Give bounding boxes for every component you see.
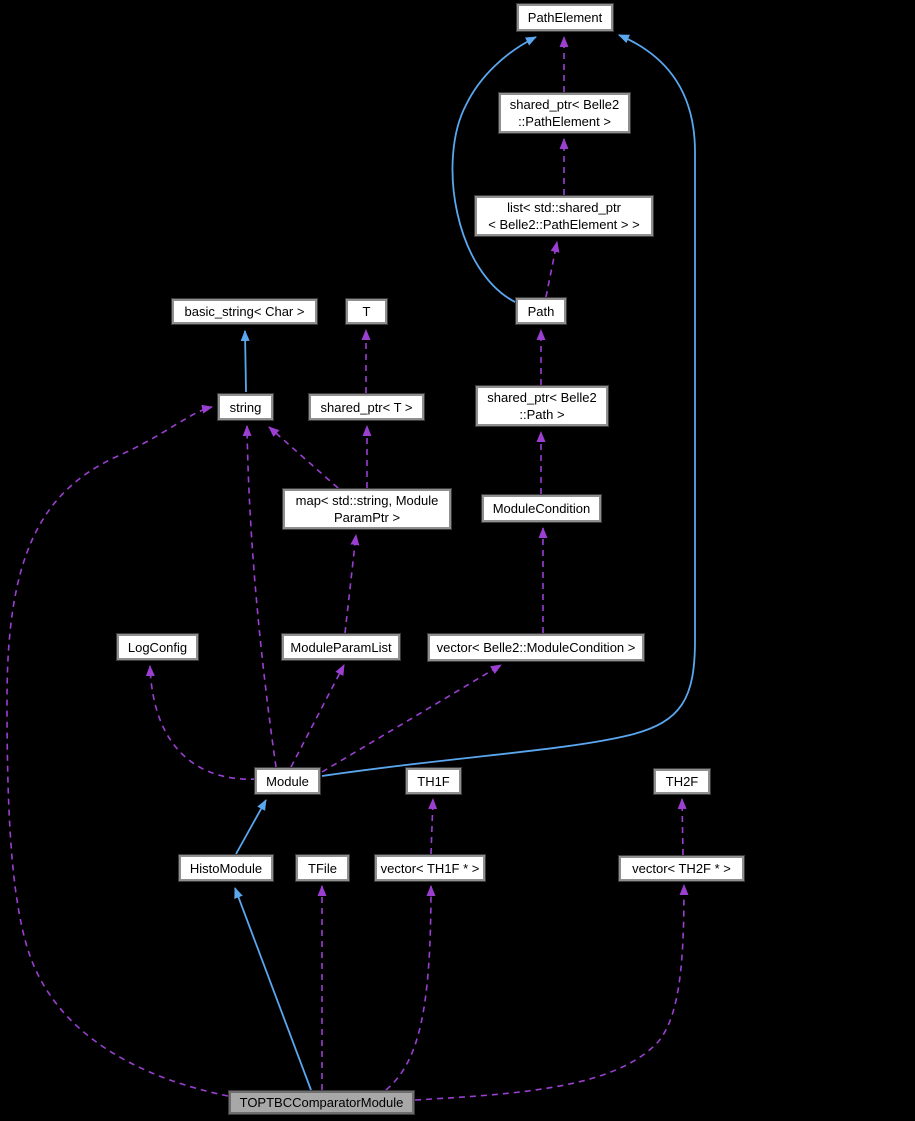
node-label: shared_ptr< Belle2: [509, 97, 620, 112]
node-histo-module[interactable]: HistoModule: [178, 854, 274, 882]
node-list-std-shared-ptr-belle2-pathelement[interactable]: list< std::shared_ptr< Belle2::PathEleme…: [474, 195, 654, 237]
node-label: ::PathElement >: [518, 114, 611, 129]
node-label: vector< TH1F * >: [380, 860, 480, 876]
node-label: ModuleParamList: [290, 639, 392, 655]
node-log-config[interactable]: LogConfig: [116, 633, 199, 661]
node-vector-th1f-ptr[interactable]: vector< TH1F * >: [374, 854, 486, 882]
node-label: PathElement: [527, 10, 603, 25]
edge-map-to-string: [268, 426, 339, 489]
node-label: < Belle2::PathElement > >: [488, 217, 640, 232]
edge-toptbc-to-histomodule-inheritance: [234, 887, 312, 1091]
node-t[interactable]: T: [345, 298, 388, 325]
node-label: shared_ptr< Belle2: [487, 390, 597, 405]
edge-module-to-string: [242, 425, 277, 768]
node-string[interactable]: string: [217, 393, 274, 421]
node-label: Path: [527, 303, 555, 319]
node-path-element[interactable]: PathElement: [516, 3, 614, 32]
node-label: ::Path >: [519, 407, 565, 422]
node-label: ModuleCondition: [492, 501, 591, 516]
node-th1f[interactable]: TH1F: [405, 767, 462, 795]
edge-module-to-pathelement-inheritance: [321, 34, 696, 777]
node-shared-ptr-belle2-pathelement[interactable]: shared_ptr< Belle2::PathElement >: [498, 92, 631, 134]
edge-path-to-list: [545, 241, 560, 298]
node-module[interactable]: Module: [254, 767, 321, 795]
edge-histomodule-to-module-inheritance: [235, 799, 267, 855]
node-shared-ptr-t[interactable]: shared_ptr< T >: [308, 393, 425, 421]
edge-toptbc-to-string: [6, 404, 229, 1097]
node-label: list< std::shared_ptr: [507, 200, 621, 215]
node-path[interactable]: Path: [515, 297, 567, 325]
node-label: map< std::string, Module: [295, 493, 439, 508]
edge-module-to-moduleparamlist: [290, 664, 345, 768]
node-th2f[interactable]: TH2F: [653, 768, 711, 795]
edge-path-to-pathelement-inheritance: [451, 36, 537, 304]
node-label: ParamPtr >: [333, 510, 401, 525]
edge-module-to-logconfig: [145, 665, 258, 780]
node-label: TFile: [308, 860, 337, 876]
node-label: Module: [266, 773, 309, 789]
node-shared-ptr-belle2-path[interactable]: shared_ptr< Belle2::Path >: [475, 385, 609, 427]
node-tfile[interactable]: TFile: [295, 854, 350, 882]
edge-toptbc-to-vectorth1f: [385, 885, 436, 1091]
edge-vectorth2f-to-th2f: [677, 798, 687, 856]
node-label: vector< TH2F * >: [632, 861, 731, 876]
edge-moduleparamlist-to-map: [344, 534, 360, 634]
node-toptbc-comparator-module: TOPTBCComparatorModule: [228, 1090, 415, 1115]
node-vector-belle2-modulecondition[interactable]: vector< Belle2::ModuleCondition >: [427, 633, 645, 662]
edge-string-to-basicstring-inheritance: [240, 330, 250, 393]
node-label: vector< Belle2::ModuleCondition >: [436, 640, 636, 655]
edge-module-to-vectormodulecondition: [321, 664, 502, 773]
edge-toptbc-to-vectorth2f: [414, 884, 689, 1101]
node-module-param-list[interactable]: ModuleParamList: [281, 633, 401, 661]
node-label: T: [362, 304, 371, 319]
node-label: TOPTBCComparatorModule: [239, 1095, 404, 1110]
node-label: string: [229, 399, 262, 415]
node-label: LogConfig: [127, 639, 188, 655]
node-label: TH2F: [665, 774, 699, 789]
node-basic-string-char[interactable]: basic_string< Char >: [171, 298, 318, 325]
node-module-condition[interactable]: ModuleCondition: [481, 494, 602, 523]
node-label: HistoModule: [189, 860, 263, 876]
node-vector-th2f-ptr[interactable]: vector< TH2F * >: [618, 855, 745, 882]
node-label: shared_ptr< T >: [320, 399, 413, 415]
node-label: basic_string< Char >: [184, 304, 305, 319]
node-label: TH1F: [417, 773, 450, 789]
edge-vectorth1f-to-th1f: [428, 798, 438, 855]
